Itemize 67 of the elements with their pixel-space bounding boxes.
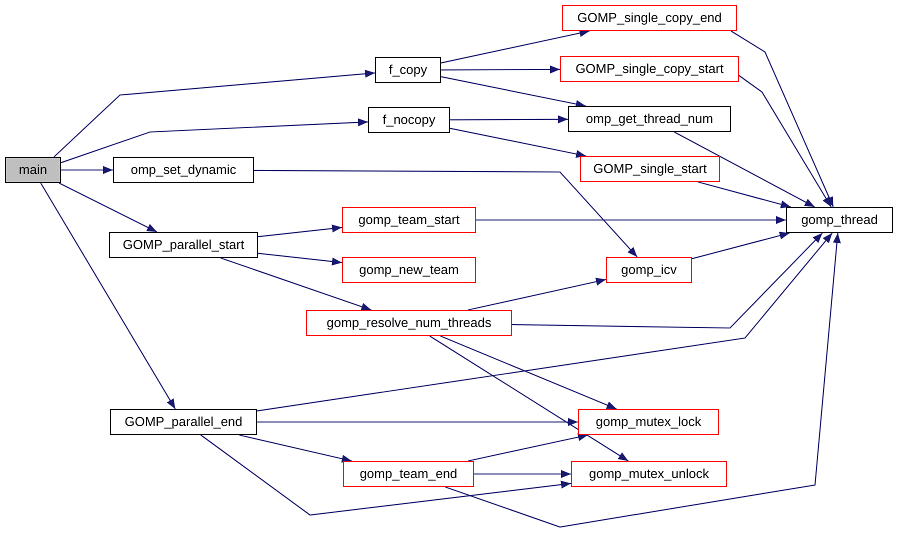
- call-arrow: [450, 128, 586, 158]
- call-arrow: [40, 182, 176, 410]
- call-arrow: [440, 336, 617, 410]
- function-box: [562, 5, 737, 31]
- call-arrow: [200, 434, 572, 516]
- function-box: [109, 232, 258, 258]
- function-name: omp_get_thread_num: [586, 110, 714, 128]
- function-box: [571, 461, 727, 487]
- function-name: gomp_new_team: [359, 261, 459, 280]
- call-arrow: [239, 434, 352, 463]
- call-arrow: [674, 132, 815, 208]
- call-arrow: [441, 65, 560, 74]
- function-name: gomp_team_end: [360, 465, 458, 484]
- function-name: gomp_thread: [801, 211, 878, 230]
- call-arrow: [738, 75, 832, 208]
- function-box: [5, 157, 61, 183]
- call-arrow: [730, 30, 834, 208]
- function-box: [343, 461, 474, 487]
- function-box: [342, 207, 476, 233]
- function-name: gomp_mutex_lock: [596, 413, 702, 432]
- function-box: [580, 156, 720, 182]
- function-box: [368, 107, 450, 133]
- call-arrow: [58, 182, 158, 232]
- call-arrow: [440, 76, 586, 108]
- call-arrow: [512, 232, 823, 329]
- call-arrow: [698, 181, 791, 208]
- call-arrow: [258, 224, 342, 238]
- function-name: GOMP_single_copy_start: [575, 60, 724, 78]
- call-arrow: [257, 418, 578, 426]
- call-arrow: [61, 166, 113, 174]
- function-name: GOMP_parallel_start: [122, 236, 244, 254]
- function-box: [606, 257, 692, 283]
- call-arrow: [429, 336, 629, 462]
- function-box: [786, 207, 893, 233]
- function-box: [560, 56, 739, 82]
- function-box: [113, 157, 254, 183]
- call-arrow: [220, 257, 372, 311]
- call-arrow: [474, 470, 571, 478]
- function-name: GOMP_single_start: [593, 160, 707, 178]
- function-box: [578, 409, 719, 435]
- function-name: main: [18, 161, 48, 180]
- function-name: gomp_mutex_unlock: [589, 465, 709, 484]
- call-arrow: [468, 278, 606, 311]
- function-name: GOMP_parallel_end: [124, 413, 242, 432]
- call-arrow: [256, 232, 833, 412]
- call-arrow: [440, 29, 590, 64]
- call-arrow: [468, 433, 588, 462]
- call-arrow: [445, 232, 841, 528]
- call-arrow: [258, 252, 342, 266]
- function-name: omp_set_dynamic: [130, 161, 236, 180]
- call-arrow: [54, 70, 376, 158]
- function-box: [342, 257, 476, 283]
- function-name: f_copy: [388, 61, 428, 80]
- function-name: gomp_resolve_num_threads: [326, 314, 492, 332]
- function-box: [306, 310, 512, 336]
- call-arrow: [692, 232, 790, 260]
- call-arrow: [450, 115, 568, 124]
- function-name: gomp_icv: [621, 261, 677, 280]
- function-name: gomp_team_start: [358, 211, 460, 230]
- function-name: f_nocopy: [382, 111, 436, 130]
- function-box: [568, 106, 731, 132]
- function-box: [110, 409, 257, 435]
- function-box: [375, 57, 441, 83]
- function-name: GOMP_single_copy_end: [577, 9, 722, 28]
- call-arrow: [60, 118, 368, 164]
- call-arrow: [476, 216, 786, 224]
- call-arrow: [254, 170, 638, 258]
